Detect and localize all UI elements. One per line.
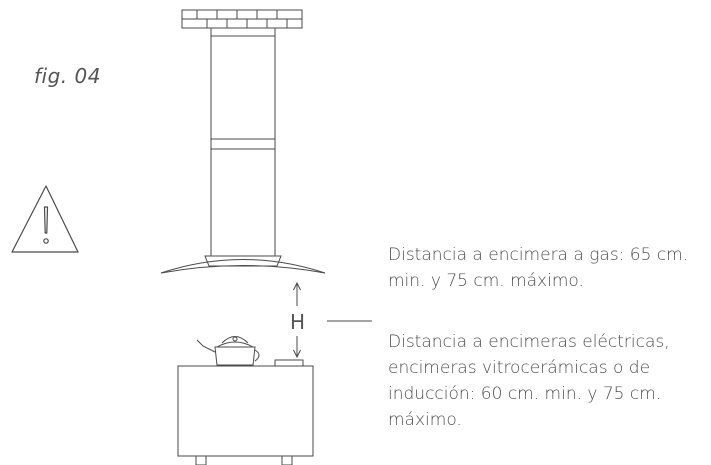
height-dimension <box>293 281 372 359</box>
gas-cooktop-distance-note: Distancia a encimera a gas: 65 cm. min. … <box>388 245 689 291</box>
hood-chimney <box>210 28 276 250</box>
warning-icon <box>11 185 79 253</box>
ceiling-bracket <box>181 9 303 29</box>
kettle-icon <box>196 336 260 366</box>
figure-label: fig. 04 <box>34 64 101 88</box>
cabinet <box>177 365 314 465</box>
cooktop-burner <box>274 359 304 367</box>
hood-canopy <box>160 250 326 274</box>
electric-cooktop-distance-note: Distancia a encimeras eléctricas, encime… <box>388 332 670 430</box>
height-label: H <box>290 310 306 334</box>
